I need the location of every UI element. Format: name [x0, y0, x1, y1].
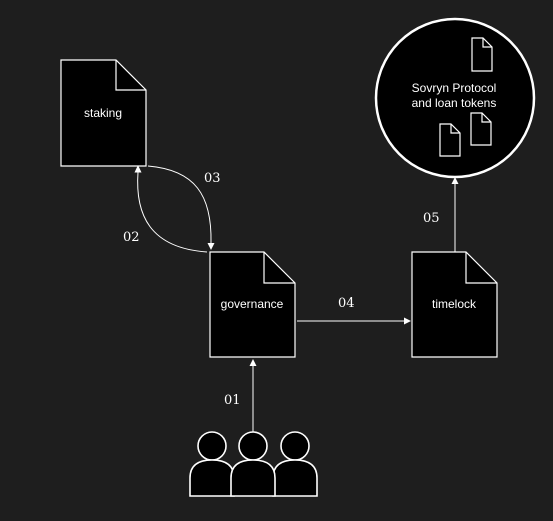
- node-label-protocol-line2: and loan tokens: [412, 96, 497, 110]
- edge-label-05: 05: [423, 211, 440, 226]
- node-staking[interactable]: staking: [60, 59, 147, 167]
- edge-timelock-to-protocol: [451, 177, 459, 252]
- node-label-staking: staking: [84, 106, 122, 120]
- edge-governance-to-timelock: [297, 317, 411, 325]
- document-icon: [60, 59, 147, 167]
- edge-label-03: 03: [204, 171, 221, 186]
- document-icon: [471, 37, 493, 72]
- node-sovryn-protocol[interactable]: Sovryn Protocol and loan tokens: [374, 17, 536, 179]
- node-label-timelock: timelock: [432, 297, 477, 311]
- document-icon: [411, 251, 498, 358]
- document-icon: [209, 251, 296, 358]
- node-timelock[interactable]: timelock: [411, 251, 498, 358]
- node-label-governance: governance: [221, 297, 284, 311]
- document-icon: [470, 112, 492, 146]
- edge-staking-to-governance: [147, 165, 215, 250]
- edge-users-to-governance: [249, 359, 257, 432]
- edge-label-02: 02: [123, 230, 140, 245]
- document-icon: [439, 123, 461, 157]
- edge-label-04: 04: [338, 296, 355, 311]
- node-governance[interactable]: governance: [209, 251, 296, 358]
- node-label-protocol-line1: Sovryn Protocol: [412, 81, 497, 95]
- person-icon: [189, 431, 235, 497]
- person-icon: [272, 431, 318, 497]
- person-icon: [230, 431, 276, 497]
- edge-label-01: 01: [224, 393, 241, 408]
- edge-governance-to-staking: [134, 165, 208, 253]
- protocol-circle: [374, 17, 536, 179]
- users-group-icon: [189, 431, 318, 497]
